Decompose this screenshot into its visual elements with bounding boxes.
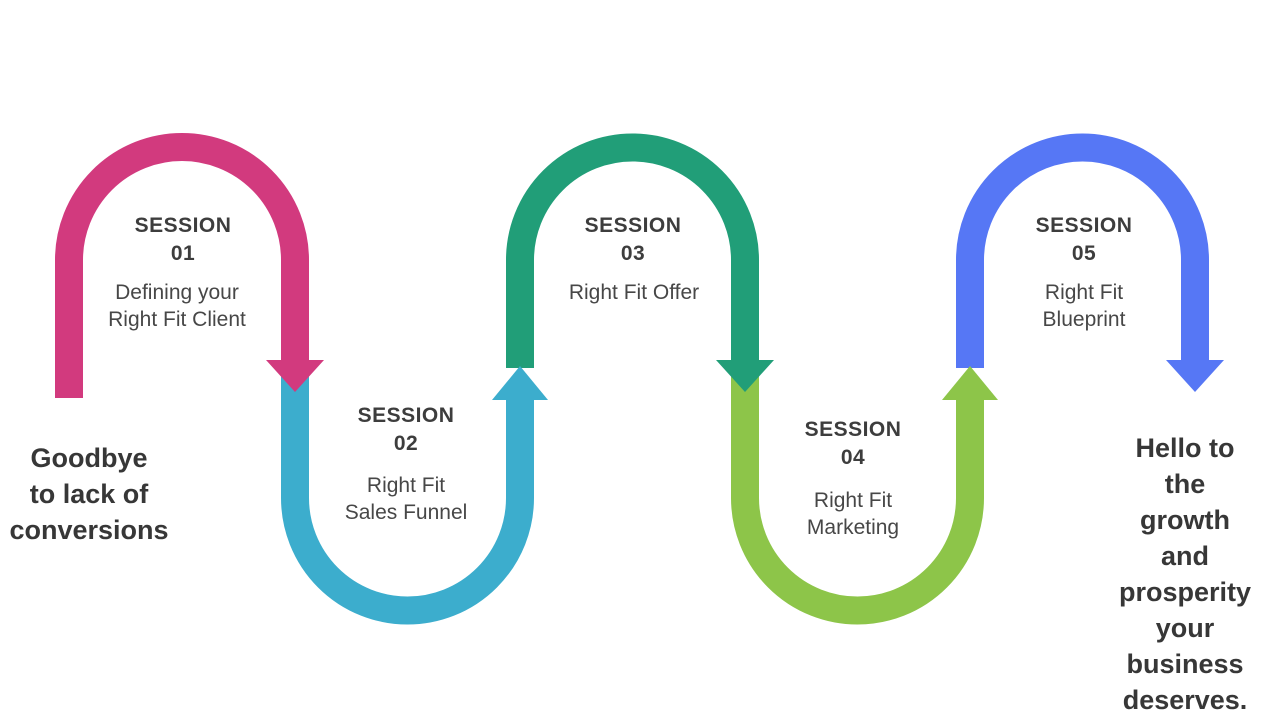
session-1-shape: [55, 133, 324, 398]
end-note: Hello to the growth and prosperity your …: [1118, 433, 1252, 715]
session-5-arch-path: [956, 133, 1209, 368]
session-2-shape: [281, 366, 548, 625]
session-1-title: Defining your Right Fit Client: [108, 281, 246, 331]
session-5-title: Right Fit Blueprint: [1042, 281, 1126, 331]
session-5-label: SESSION 05: [1036, 212, 1133, 268]
session-1-label-word: SESSION: [134, 214, 232, 237]
session-5-shape: [956, 133, 1224, 392]
session-2-label-word: SESSION: [357, 404, 455, 427]
session-2-title: Right Fit Sales Funnel: [344, 474, 468, 524]
session-4-arrow-up-icon: [942, 366, 998, 400]
session-5-arrow-down-icon: [1166, 360, 1224, 392]
session-2-arrow-up-icon: [492, 366, 548, 400]
start-note: Goodbye to lack of conversions: [9, 443, 169, 545]
session-4-label: SESSION 04: [805, 416, 902, 472]
session-1-arch-path: [55, 133, 309, 398]
session-4-title: Right Fit Marketing: [806, 489, 900, 539]
session-3-label: SESSION 03: [585, 212, 682, 268]
session-1-number: 01: [170, 242, 196, 265]
session-4-label-word: SESSION: [804, 418, 902, 441]
session-1-arrow-down-icon: [266, 360, 324, 392]
session-2-label: SESSION 02: [358, 402, 455, 458]
session-3-arrow-down-icon: [716, 360, 774, 392]
session-5-number: 05: [1071, 242, 1097, 265]
session-4-u-path: [731, 372, 984, 625]
session-2-u-path: [281, 372, 534, 625]
session-4-number: 04: [840, 446, 866, 469]
session-3-number: 03: [620, 242, 646, 265]
session-3-label-word: SESSION: [584, 214, 682, 237]
session-3-title: Right Fit Offer: [568, 281, 700, 304]
session-2-number: 02: [393, 432, 419, 455]
session-1-label: SESSION 01: [135, 212, 232, 268]
session-5-label-word: SESSION: [1035, 214, 1133, 237]
session-3-shape: [506, 133, 774, 392]
session-3-arch-path: [506, 133, 759, 368]
session-4-shape: [731, 366, 998, 625]
